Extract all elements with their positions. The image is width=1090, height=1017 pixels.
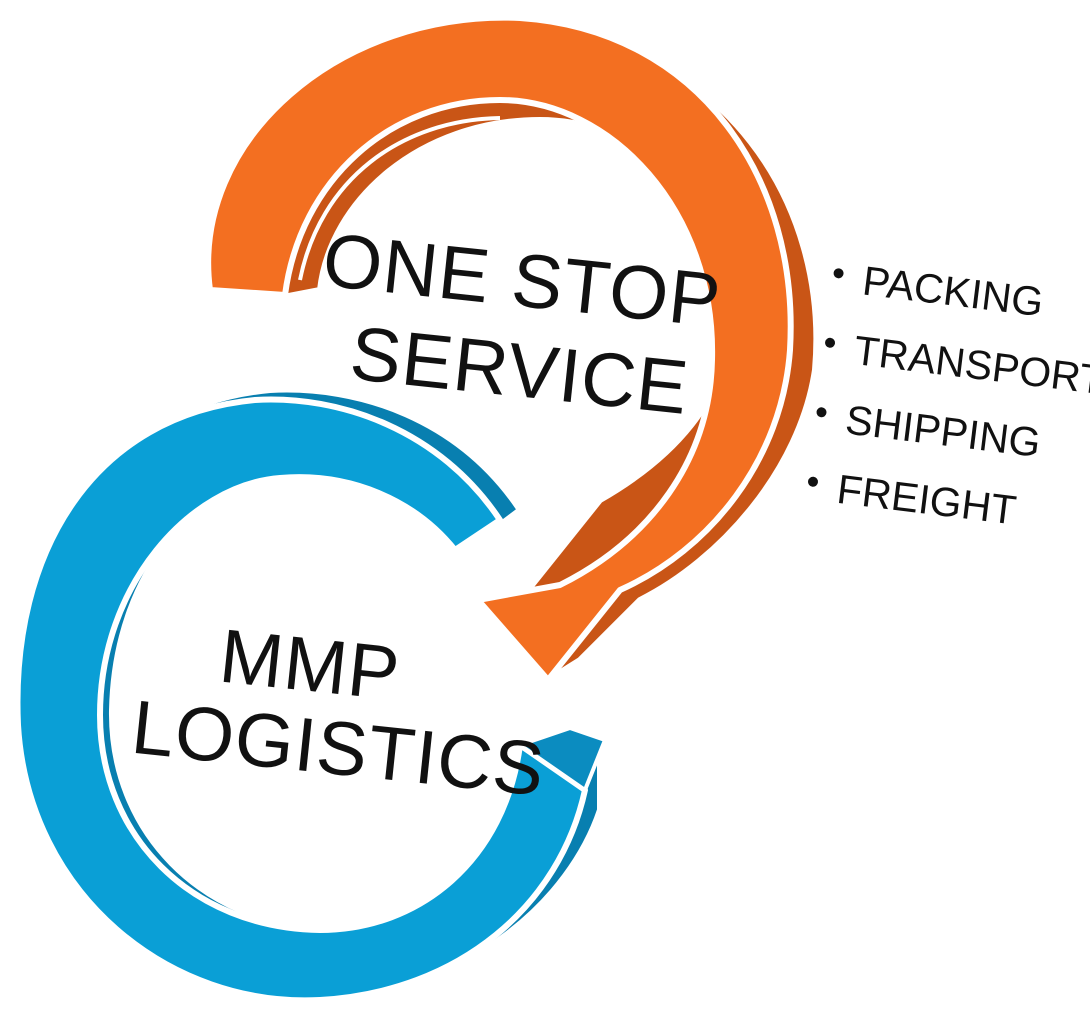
orange-arrow-inner-line [298,116,501,281]
service-item-shipping: SHIPPING [816,396,1043,466]
service-item-freight: FREIGHT [807,466,1019,534]
orange-cycle-arrow [205,14,820,683]
service-label: TRANSPORT [852,327,1090,403]
blue-ring-inner-line [123,490,291,711]
bullet-icon [825,337,836,348]
service-label: SHIPPING [843,396,1043,466]
bullet-icon [833,268,844,279]
service-item-transport: TRANSPORT [825,327,1090,403]
services-list: PACKING TRANSPORT SHIPPING FREIGHT [807,258,1090,534]
blue-ring-endcap [518,726,607,792]
service-item-packing: PACKING [833,258,1046,326]
service-label: PACKING [860,258,1046,326]
bullet-icon [807,476,818,487]
blue-cycle-ring [14,386,607,1004]
blue-ring-body [14,396,588,1004]
bottom-ring-label: MMP LOGISTICS [128,614,549,813]
orange-arrow-body [205,14,794,683]
bullet-icon [816,407,827,418]
bottom-label-line1: MMP [216,614,404,717]
service-label: FREIGHT [835,466,1019,534]
